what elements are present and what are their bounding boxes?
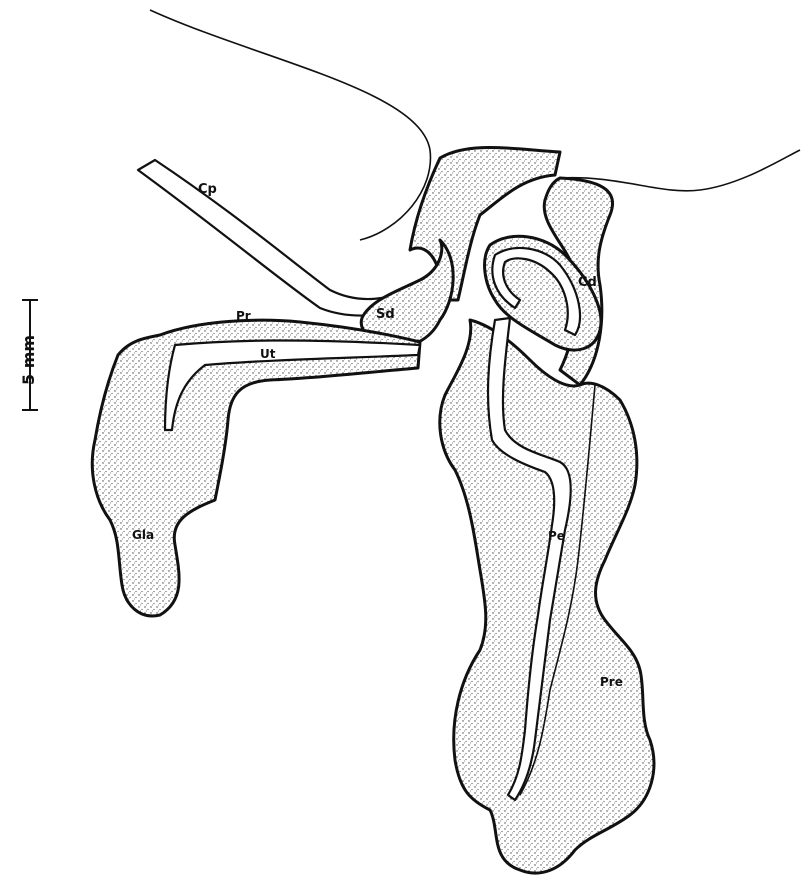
label-cp: Cp [198,182,217,197]
label-gla: Gla [132,528,154,542]
label-sd: Sd [376,307,395,322]
label-pre: Pre [600,675,623,689]
scale-bar-label: 5 mm [19,335,38,385]
label-ut: Ut [260,347,276,361]
label-pe: Pe [548,529,565,543]
scale-bar: 5 mm [19,300,38,410]
sd-organ [361,240,453,346]
cp-duct [138,160,425,316]
label-pr: Pr [236,309,251,323]
label-cd: Cd [578,275,597,290]
gla-organ [92,320,420,616]
